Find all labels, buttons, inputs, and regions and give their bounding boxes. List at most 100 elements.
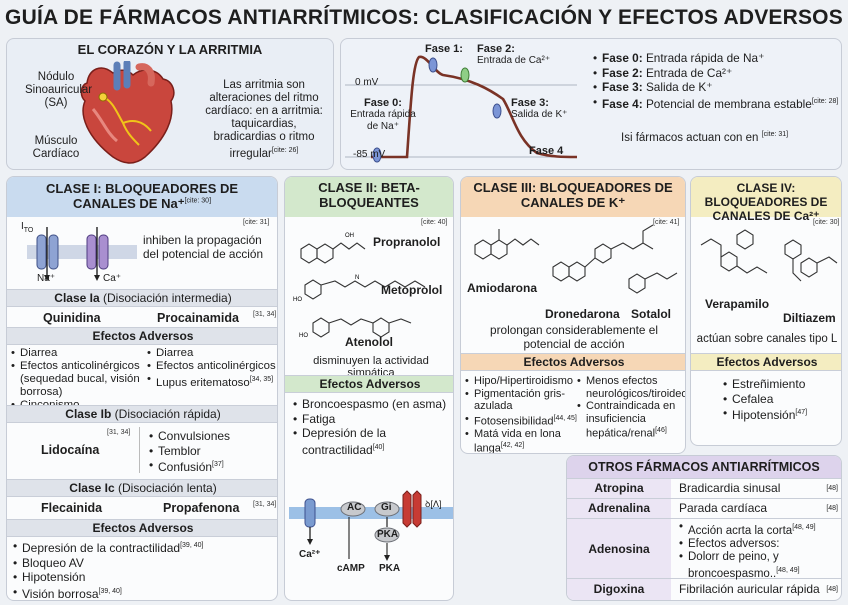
effect-item-text: Fotosensibilidad bbox=[474, 415, 554, 428]
pathway-gi-label: Gi bbox=[381, 502, 392, 513]
class2-effects-bar: Efectos Adversos bbox=[285, 375, 453, 393]
others-drug: Adenosina bbox=[567, 519, 671, 578]
effect-item: Depresión de la contractilidad[39, 40] bbox=[13, 539, 275, 556]
beta-receptor-pathway bbox=[289, 490, 453, 561]
others-effect-cite: [48] bbox=[826, 505, 838, 512]
others-effect-cite: [48] bbox=[826, 586, 838, 593]
effect-item: Temblor bbox=[149, 444, 277, 459]
class1b-bar: Clase Ib (Disociación rápida) bbox=[7, 405, 277, 423]
class3-effects-bar: Efectos Adversos bbox=[461, 353, 685, 371]
phase-note: Isi fármacos actuan con en [cite: 31] bbox=[621, 131, 788, 144]
class2-header: CLASE II: BETA-BLOQUEANTES bbox=[285, 177, 453, 217]
phase2-label: Fase 2: Entrada de Ca²⁺ bbox=[477, 43, 550, 67]
class2-effects: Broncoespasmo (en asma) Fatiga Depresión… bbox=[293, 397, 451, 457]
others-header: OTROS FÁRMACOS ANTIARRÍTMICOS bbox=[567, 456, 841, 478]
class3-effects-right: Menos efectos neurológicos/tiroideos Con… bbox=[577, 375, 685, 440]
drug-metoprolol: Metoprolol bbox=[381, 283, 443, 297]
others-effect: Fibrilación auricular rápida[48] bbox=[671, 579, 841, 600]
phase3-title: Fase 3: bbox=[511, 97, 549, 109]
class1c-subtitle: (Disociación lenta) bbox=[118, 481, 217, 495]
label-sa-node: Nódulo Sinoauricular (SA) bbox=[25, 71, 93, 109]
heart-description-text: Las arritmia son alteraciones del ritmo … bbox=[205, 79, 323, 160]
phase-list-item: Fase 2: Entrada de Ca²⁺ bbox=[593, 66, 839, 81]
class1-panel: CLASE I: BLOQUEADORES DE CANALES DE Na⁺[… bbox=[6, 176, 278, 601]
class1-header: CLASE I: BLOQUEADORES DE CANALES DE Na⁺[… bbox=[7, 177, 277, 217]
class4-header: CLASE IV: BLOQUEADORES DE CANALES DE Ca²… bbox=[691, 177, 841, 222]
effect-item: Fotosensibilidad[44, 45] bbox=[465, 413, 577, 428]
class1-header-cite: [cite: 30] bbox=[184, 197, 212, 205]
class1c-effects-bar: Efectos Adversos bbox=[7, 519, 277, 537]
heart-description: Las arritmia son alteraciones del ritmo … bbox=[201, 79, 327, 161]
effect-item: Menos efectos neurológicos/tiroideos bbox=[577, 375, 685, 400]
drug-procainamida: Procainamida bbox=[157, 311, 239, 325]
drug-propafenona: Propafenona bbox=[163, 501, 240, 515]
effect-item: Broncoespasmo (en asma) bbox=[293, 397, 451, 412]
drug-sotalol: Sotalol bbox=[631, 307, 672, 321]
ito-label-sub: TO bbox=[23, 227, 34, 234]
pathway-ac-label: AC bbox=[347, 502, 362, 513]
class1c-title: Clase Ic bbox=[69, 481, 115, 495]
drug-atenolol: Atenolol bbox=[345, 335, 393, 349]
effect-item-cite: [39, 40] bbox=[180, 542, 204, 549]
class1a-effects-right: Diarrea Efectos anticolinérgicos Lupus e… bbox=[147, 347, 277, 390]
class3-header: CLASE III: BLOQUEADORES DE CANALES DE K⁺ bbox=[461, 177, 685, 217]
phase-list-item: Fase 3: Salida de K⁺ bbox=[593, 80, 839, 95]
effect-item: Cefalea bbox=[723, 392, 841, 407]
phase2-title: Fase 2: bbox=[477, 43, 515, 55]
effect-item-text: Contraindicada en insuficiencia hepática… bbox=[586, 400, 676, 440]
phase0-label: Fase 0: Entrada rápida de Na⁺ bbox=[347, 97, 419, 133]
others-row: Adrenalina Parada cardíaca[48] bbox=[567, 498, 841, 518]
adenosina-effects: Acción acrta la corta[48, 49] Efectos ad… bbox=[671, 519, 841, 580]
ito-label-text: I bbox=[21, 221, 24, 232]
effect-item: Hipotensión bbox=[13, 570, 275, 585]
phase1-title: Fase 1: bbox=[425, 43, 463, 55]
class4-description: actúan sobre canales tipo L bbox=[696, 333, 838, 345]
effect-item: Confusión[37] bbox=[149, 458, 277, 475]
dronedarona-structure bbox=[552, 224, 678, 294]
effect-item: Matá vida en lona langa[42, 42] bbox=[465, 427, 577, 454]
class1a-effects-bar: Efectos Adversos bbox=[7, 327, 277, 345]
effect-item: Hipo/Hipertiroidismo bbox=[465, 375, 577, 388]
class1b-effects: Convulsiones Temblor Confusión[37] bbox=[149, 429, 277, 475]
others-row: Digoxina Fibrilación auricular rápida[48… bbox=[567, 578, 841, 600]
heart-cite: [cite: 26] bbox=[271, 147, 299, 154]
class1c-cite: [31, 34] bbox=[253, 501, 277, 508]
drug-amiodarona: Amiodarona bbox=[467, 281, 538, 295]
effect-item-cite: [40] bbox=[372, 443, 385, 451]
phase-list: Fase 0: Entrada rápida de Na⁺ Fase 2: En… bbox=[593, 51, 839, 111]
phase0-title: Fase 0: bbox=[364, 97, 402, 109]
ito-label: ITO bbox=[21, 221, 33, 234]
effect-item-cite: [42, 42] bbox=[500, 442, 525, 450]
drug-diltiazem: Diltiazem bbox=[783, 311, 836, 325]
effect-item: Bloqueo AV bbox=[13, 556, 275, 571]
action-potential-panel: 0 mV -85 mV Fase 0: Entrada rápida de Na… bbox=[340, 38, 842, 170]
others-effect-text: Bradicardia sinusal bbox=[679, 481, 781, 495]
others-effect-text: Parada cardíaca bbox=[679, 501, 768, 515]
effect-item-text: Dolorr de peino, y broncoespasmo.. bbox=[688, 550, 779, 580]
action-potential-graph bbox=[345, 55, 578, 163]
propranolol-structure: OH bbox=[300, 233, 366, 264]
drug-quinidina: Quinidina bbox=[43, 311, 101, 325]
effect-item-text: Depresión de la contractilidad bbox=[302, 426, 387, 457]
others-drug: Digoxina bbox=[567, 579, 671, 600]
pathway-pka1-label: PKA bbox=[377, 529, 399, 540]
effect-item: Efectos anticolinérgicos bbox=[147, 360, 277, 373]
svg-text:N: N bbox=[355, 275, 359, 281]
drug-dronedarona: Dronedarona bbox=[545, 307, 620, 321]
phase3-label: Fase 3: Salida de K⁺ bbox=[511, 97, 567, 121]
others-drug: Atropina bbox=[567, 479, 671, 498]
class3-description: prolongan considerablemente el potencial… bbox=[490, 323, 658, 351]
class1b-subtitle: (Disociación rápida) bbox=[114, 407, 221, 421]
effect-item: Estreñimiento bbox=[723, 377, 841, 392]
calcium-blocker-structures bbox=[700, 229, 838, 282]
effect-item: Lupus eritematoso[34, 35] bbox=[147, 373, 277, 390]
effect-item-text: Confusión bbox=[158, 460, 213, 474]
atenolol-structure: HO bbox=[299, 317, 412, 339]
metoprolol-structure: HO N bbox=[293, 275, 426, 303]
label-0mv: 0 mV bbox=[355, 77, 379, 88]
others-effect-cite: [48] bbox=[826, 485, 838, 492]
effect-item: Visión borrosa[39, 40] bbox=[13, 585, 275, 601]
effect-item-text: Matá vida en lona langa bbox=[474, 427, 561, 454]
class2-cite: [cite: 40] bbox=[421, 219, 448, 226]
class1c-bar: Clase Ic (Disociación lenta) bbox=[7, 479, 277, 497]
